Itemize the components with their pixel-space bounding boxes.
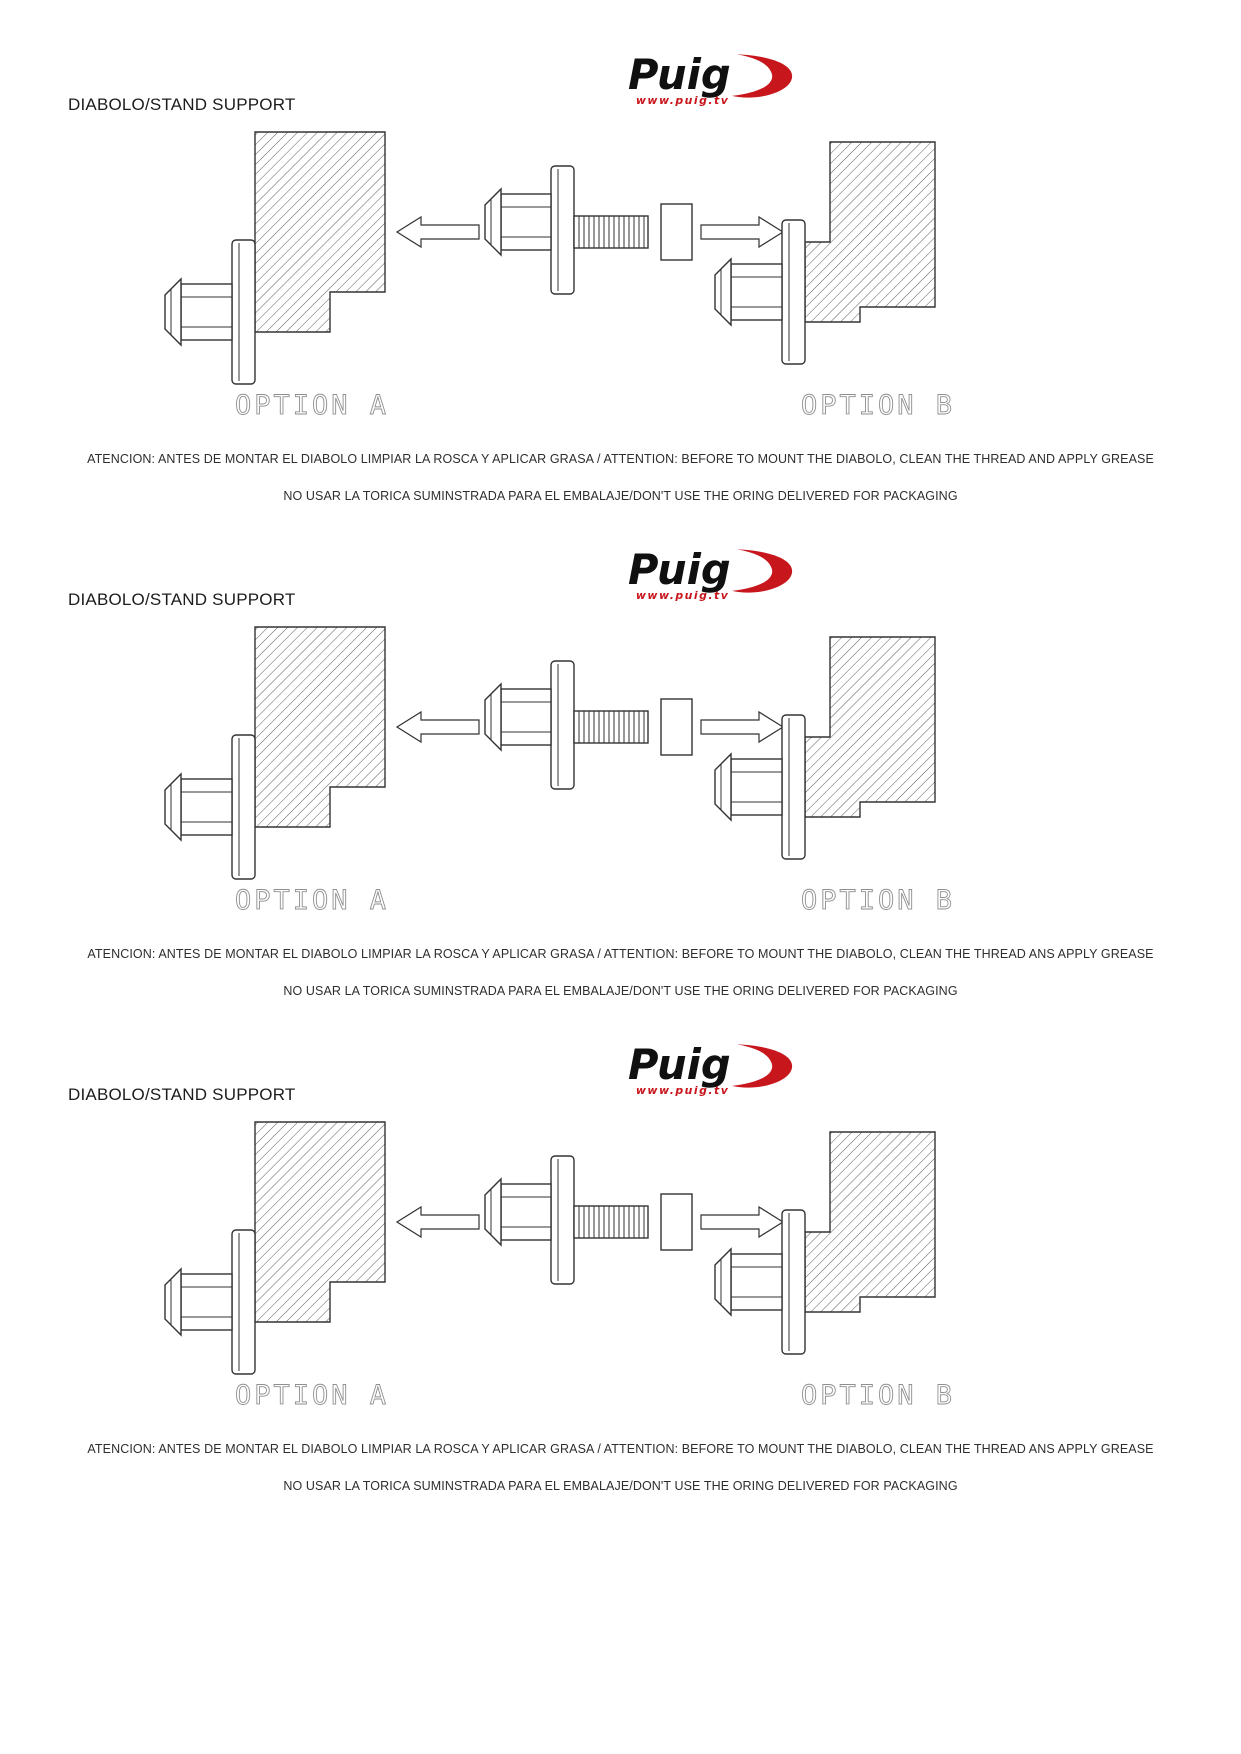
- instruction-section-2: DIABOLO/STAND SUPPORT ATENCION: ANTES DE…: [0, 535, 1241, 1030]
- puig-logo: [627, 547, 793, 602]
- warning-clean-thread: ATENCION: ANTES DE MONTAR EL DIABOLO LIM…: [87, 1442, 1154, 1456]
- page-title: DIABOLO/STAND SUPPORT: [68, 1085, 296, 1104]
- warning-oring: NO USAR LA TORICA SUMINSTRADA PARA EL EM…: [283, 984, 958, 998]
- page-title: DIABOLO/STAND SUPPORT: [68, 590, 296, 609]
- assembly-diagram: [164, 131, 956, 422]
- puig-logo: [627, 1042, 793, 1097]
- warning-clean-thread: ATENCION: ANTES DE MONTAR EL DIABOLO LIM…: [87, 947, 1154, 961]
- instruction-section-3: DIABOLO/STAND SUPPORT ATENCION: ANTES DE…: [0, 1030, 1241, 1525]
- warning-oring: NO USAR LA TORICA SUMINSTRADA PARA EL EM…: [283, 489, 958, 503]
- warning-clean-thread: ATENCION: ANTES DE MONTAR EL DIABOLO LIM…: [87, 452, 1154, 466]
- assembly-diagram: [164, 626, 956, 917]
- page-title: DIABOLO/STAND SUPPORT: [68, 95, 296, 114]
- warning-oring: NO USAR LA TORICA SUMINSTRADA PARA EL EM…: [283, 1479, 958, 1493]
- instruction-section-1: DIABOLO/STAND SUPPORT ATENCION: ANTES DE…: [0, 40, 1241, 535]
- assembly-diagram: [164, 1121, 956, 1412]
- puig-logo: [627, 52, 793, 107]
